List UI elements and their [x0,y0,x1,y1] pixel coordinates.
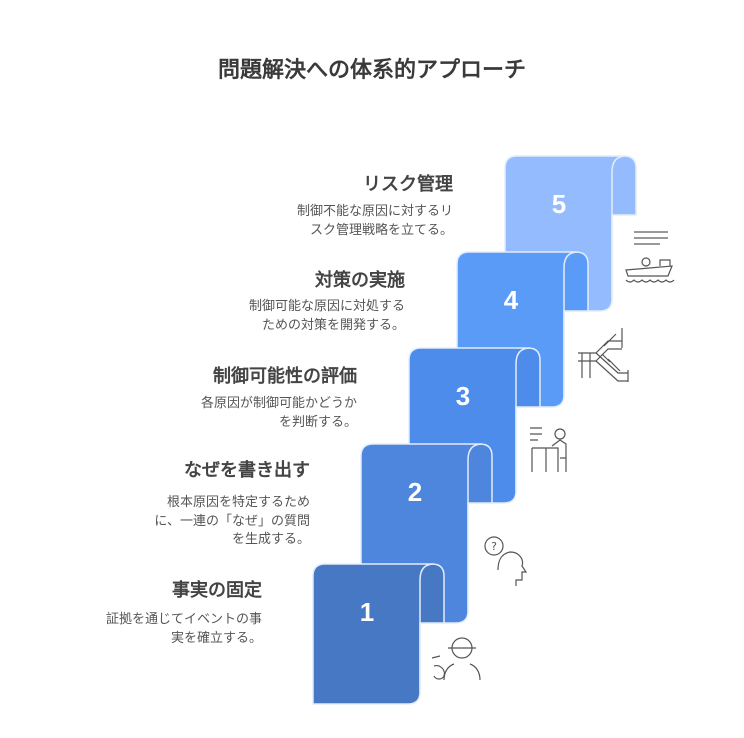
scroll-curl [515,347,531,491]
question-head-icon: ? [484,536,528,586]
description-line: を生成する。 [231,532,310,547]
description-line: 各原因が制御可能かどうか [200,396,357,411]
description-line: 証拠を通じてイベントの事 [105,612,262,627]
description-line: ための対策を開発する。 [261,317,405,333]
description-line: 根本原因を特定するため [166,495,310,510]
scroll-curl [563,251,579,395]
step-1: 1 [312,563,445,705]
step-title: リスク管理 [363,174,453,195]
step-description: 証拠を通じてイベントの事実を確立する。 [106,611,262,648]
person-at-desk-icon [530,427,567,472]
step-title: 対策の実施 [315,270,405,291]
description-line: 実を確立する。 [170,630,262,646]
step-description: 制御可能な原因に対処するための対策を開発する。 [249,298,405,335]
description-line: 制御可能な原因に対処する [248,299,405,314]
step-number: 4 [504,285,519,315]
scroll-curl [467,443,483,611]
description-line: 制御不能な原因に対するリ [296,204,453,219]
step-shape [312,563,445,705]
svg-text:?: ? [491,540,497,553]
description-line: を判断する。 [278,414,357,430]
staircase-icon [578,328,629,382]
step-number: 2 [408,477,422,507]
diagram-title: 問題解決への体系的アプローチ [217,58,526,83]
step-number: 3 [456,381,470,411]
scroll-curl [419,563,435,692]
scroll-curl [611,155,627,299]
step-title: 事実の固定 [172,580,262,601]
step-number: 1 [360,597,374,627]
boat-on-waves-icon [625,231,675,283]
step-description: 各原因が制御可能かどうかを判断する。 [201,395,357,432]
detective-icon [431,637,481,681]
step-title: 制御可能性の評価 [213,366,357,387]
step-title: なぜを書き出す [184,460,310,481]
description-line: スク管理戦略を立てる。 [309,222,453,238]
step-description: 制御不能な原因に対するリスク管理戦略を立てる。 [297,203,453,240]
description-line: に、一連の「なぜ」の質問 [154,513,310,529]
step-description: 根本原因を特定するために、一連の「なぜ」の質問を生成する。 [154,494,310,550]
step-number: 5 [552,189,566,219]
